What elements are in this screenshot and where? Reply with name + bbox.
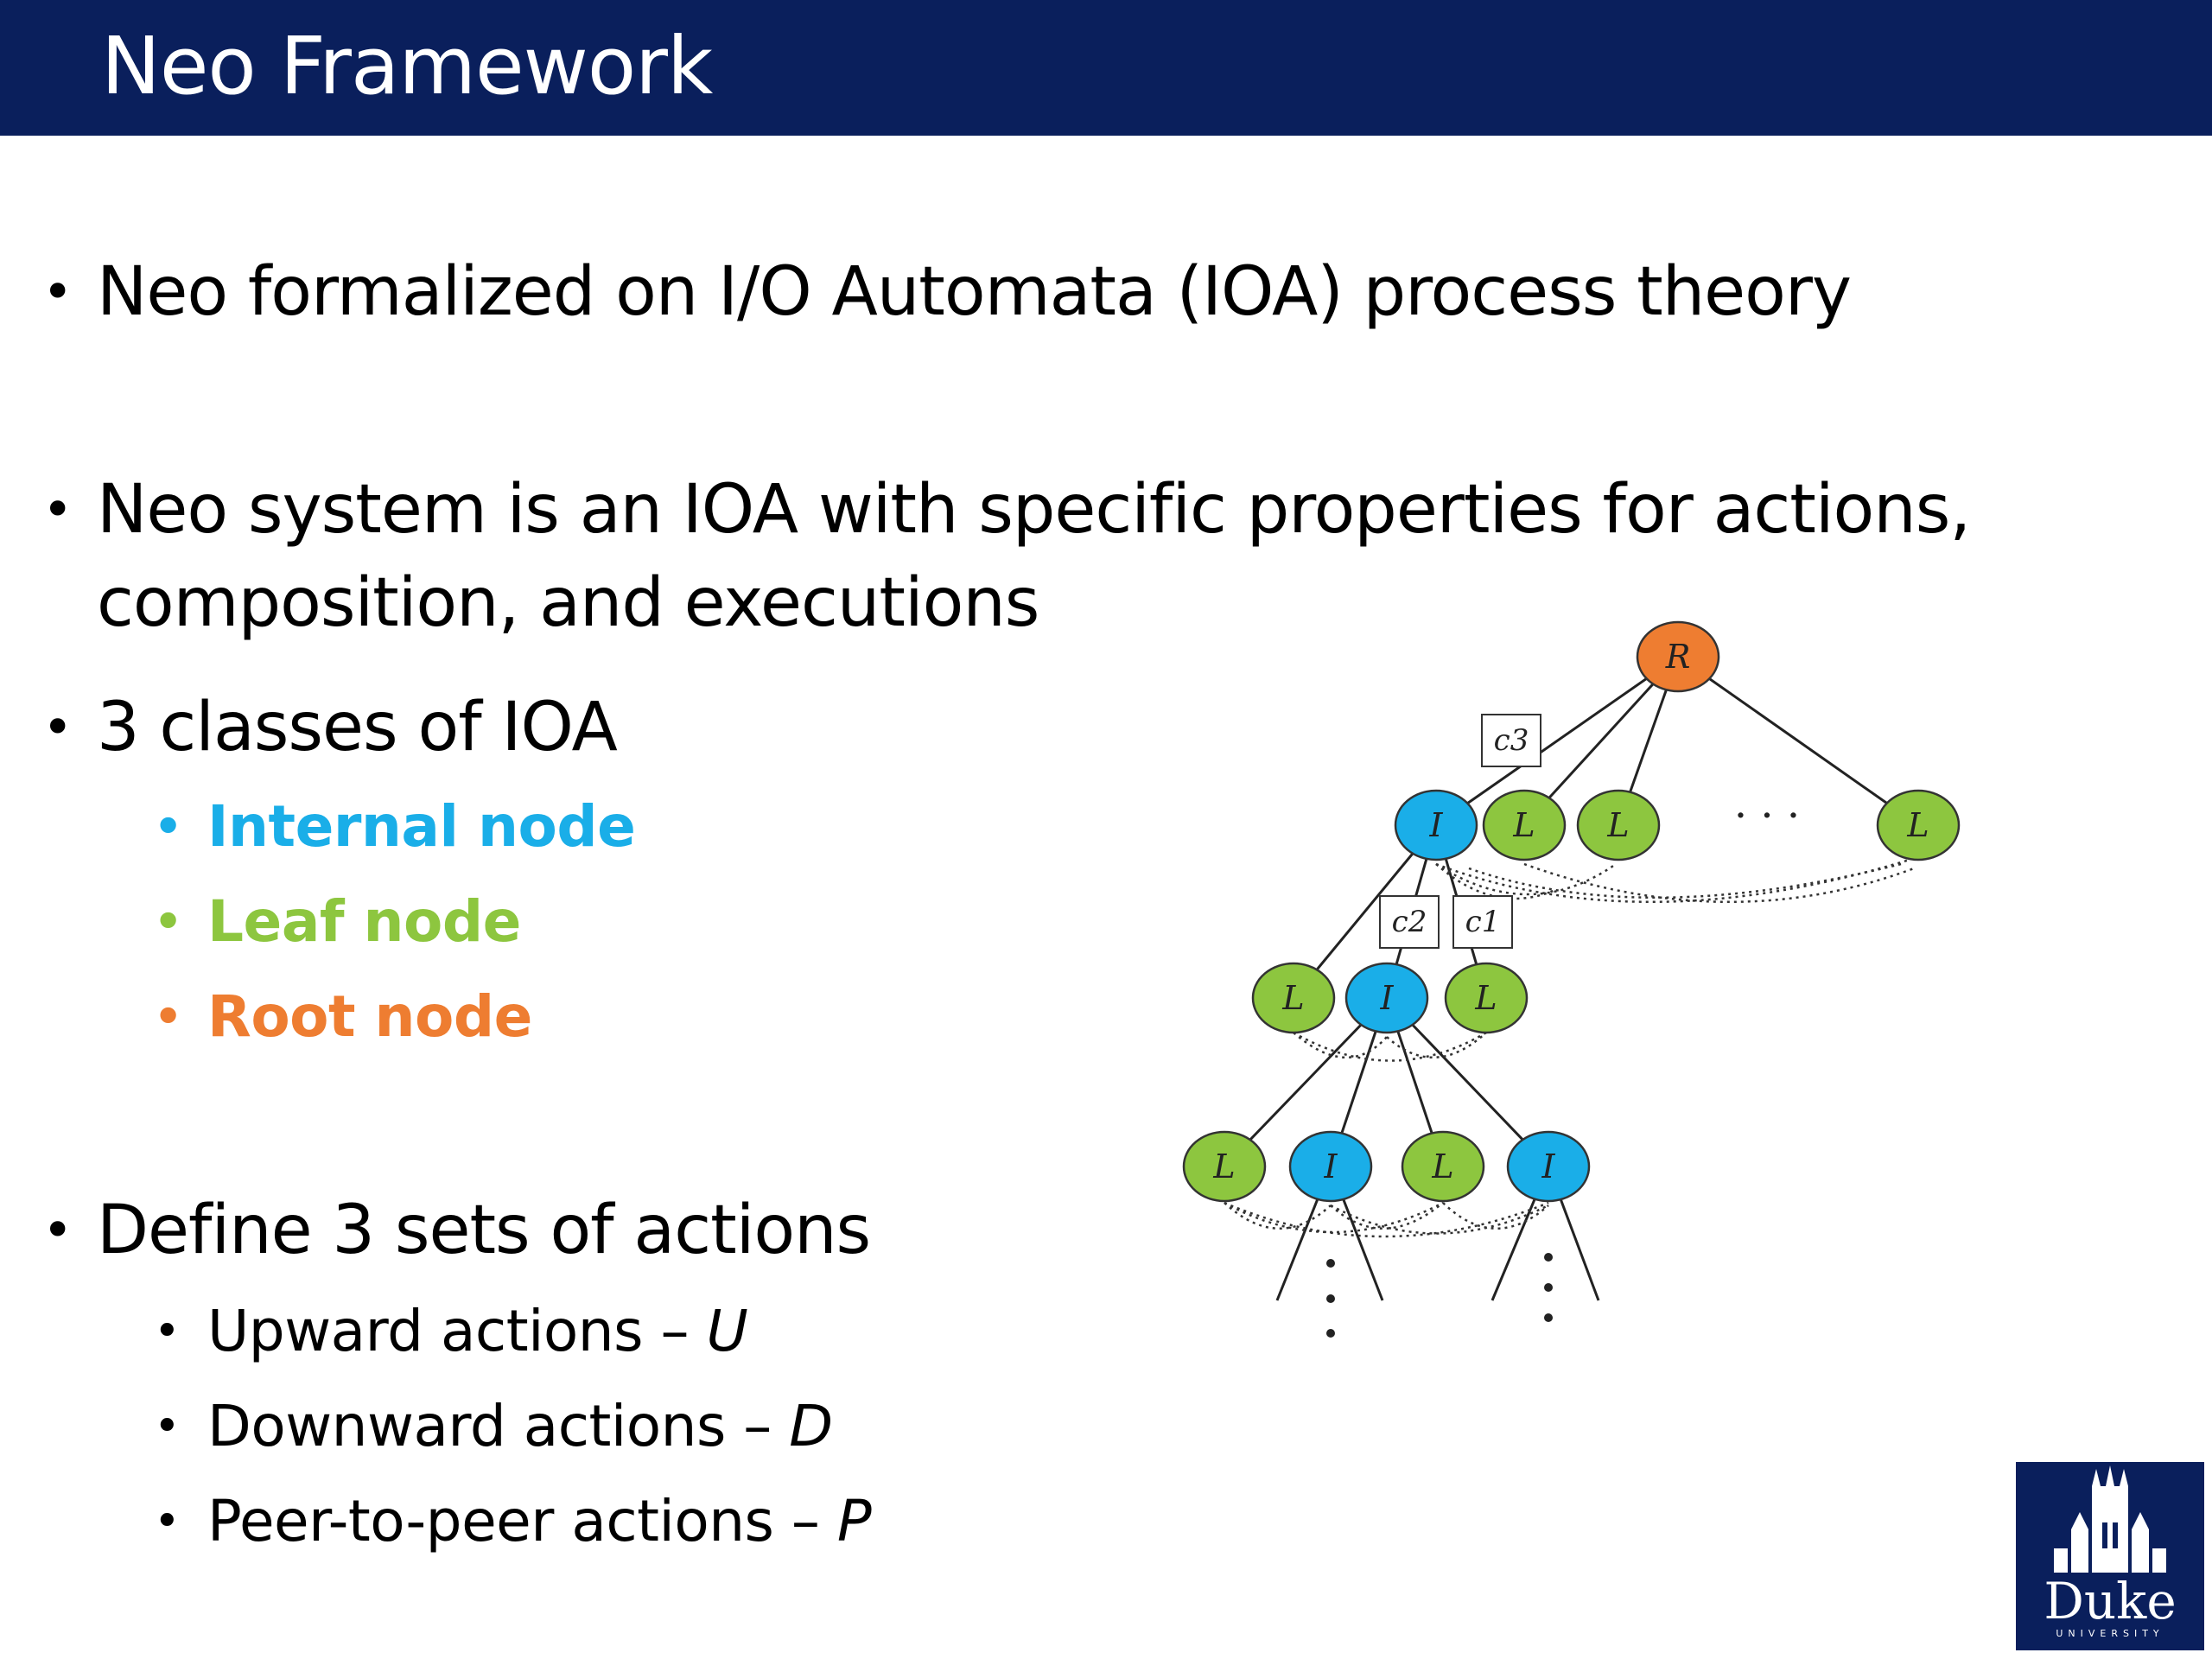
title-bar: Neo Framework bbox=[0, 0, 2212, 136]
class-label: Internal node bbox=[207, 793, 636, 860]
logo-name: Duke bbox=[2044, 1572, 2177, 1630]
internal-node bbox=[1344, 962, 1429, 1034]
action-symbol: U bbox=[706, 1298, 748, 1364]
internal-label: I bbox=[1323, 1147, 1338, 1185]
sub-bullet-dot: • bbox=[154, 896, 182, 948]
node-labels: R I L L L L I L L I L I bbox=[1212, 638, 1929, 1185]
leaf-node bbox=[1182, 1130, 1267, 1203]
action-text: Downward actions – bbox=[207, 1393, 790, 1459]
sub-bullet-dot: • bbox=[154, 801, 182, 853]
leaf-node bbox=[1401, 1130, 1485, 1203]
bullet-text: Neo formalized on I/O Automata (IOA) pro… bbox=[97, 253, 1852, 331]
vertical-ellipsis bbox=[1326, 1253, 1553, 1338]
internal-label: I bbox=[1541, 1147, 1555, 1185]
class-root-node: • Root node bbox=[154, 977, 532, 1057]
leaf-node bbox=[1251, 962, 1336, 1034]
internal-node bbox=[1394, 789, 1478, 861]
bullet-dot: • bbox=[42, 1200, 73, 1261]
action-downward: • Downward actions – D bbox=[154, 1387, 833, 1466]
sub-bullet-dot: • bbox=[154, 1306, 181, 1357]
channel-box-c3: c3 bbox=[1481, 714, 1541, 767]
leaf-node bbox=[1482, 789, 1567, 861]
internal-label: I bbox=[1428, 806, 1443, 844]
leaf-label: L bbox=[1906, 806, 1929, 844]
leaf-label: L bbox=[1281, 979, 1304, 1017]
internal-label: I bbox=[1379, 979, 1394, 1017]
action-peer-to-peer: • Peer-to-peer actions – P bbox=[154, 1482, 872, 1561]
bullet-text: Define 3 sets of actions bbox=[97, 1192, 871, 1269]
sub-bullet-dot: • bbox=[154, 991, 182, 1043]
logo-subtitle: UNIVERSITY bbox=[2056, 1628, 2164, 1639]
bullet-ioa-classes: • 3 classes of IOA bbox=[42, 681, 618, 774]
bullet-dot: • bbox=[42, 697, 73, 758]
slide-title: Neo Framework bbox=[101, 20, 713, 112]
bullet-dot: • bbox=[42, 480, 73, 540]
bullet-neo-system-cont: composition, and executions bbox=[97, 556, 1039, 650]
bullet-text-line2: composition, and executions bbox=[97, 564, 1039, 642]
class-internal-node: • Internal node bbox=[154, 787, 636, 867]
action-symbol: D bbox=[789, 1393, 833, 1459]
class-leaf-node: • Leaf node bbox=[154, 882, 521, 962]
leaf-node bbox=[1444, 962, 1529, 1034]
chapel-icon bbox=[2054, 1465, 2166, 1573]
internal-node bbox=[1288, 1130, 1373, 1203]
ioa-tree-diagram: c3 c2 c1 R I L L L L I L L I L I bbox=[1182, 620, 1961, 1338]
bullet-dot: • bbox=[42, 262, 73, 322]
leaf-label: L bbox=[1512, 806, 1535, 844]
channel-box-c2: c2 bbox=[1379, 895, 1440, 949]
action-text: Upward actions – bbox=[207, 1298, 707, 1364]
root-label: R bbox=[1665, 638, 1691, 676]
bullet-text-line1: Neo system is an IOA with specific prope… bbox=[97, 471, 1971, 549]
leaf-node bbox=[1876, 789, 1961, 861]
bullet-text: 3 classes of IOA bbox=[97, 689, 618, 766]
leaf-node bbox=[1576, 789, 1661, 861]
channel-label: c2 bbox=[1392, 905, 1427, 939]
action-text: Peer-to-peer actions – bbox=[207, 1488, 837, 1554]
leaf-label: L bbox=[1431, 1147, 1453, 1185]
leaf-label: L bbox=[1606, 806, 1629, 844]
peer-links bbox=[1224, 858, 1915, 1238]
leaf-label: L bbox=[1474, 979, 1497, 1017]
action-upward: • Upward actions – U bbox=[154, 1292, 748, 1371]
sub-bullet-dot: • bbox=[154, 1401, 181, 1452]
class-label: Leaf node bbox=[207, 888, 521, 955]
action-symbol: P bbox=[836, 1488, 872, 1554]
horizontal-ellipsis: · · · bbox=[1734, 791, 1800, 840]
internal-node bbox=[1506, 1130, 1591, 1203]
channel-label: c3 bbox=[1494, 723, 1529, 758]
channel-box-c1: c1 bbox=[1452, 895, 1513, 949]
sub-bullet-dot: • bbox=[154, 1496, 181, 1548]
bullet-action-sets: • Define 3 sets of actions bbox=[42, 1184, 871, 1277]
class-label: Root node bbox=[207, 983, 532, 1050]
leaf-label: L bbox=[1212, 1147, 1235, 1185]
channel-label: c1 bbox=[1465, 905, 1501, 939]
bullet-ioa-theory: • Neo formalized on I/O Automata (IOA) p… bbox=[42, 245, 1852, 339]
bullet-neo-system: • Neo system is an IOA with specific pro… bbox=[42, 463, 1971, 556]
tree-nodes bbox=[1182, 620, 1961, 1203]
duke-logo: Duke UNIVERSITY bbox=[2016, 1462, 2204, 1650]
root-node bbox=[1636, 620, 1720, 693]
